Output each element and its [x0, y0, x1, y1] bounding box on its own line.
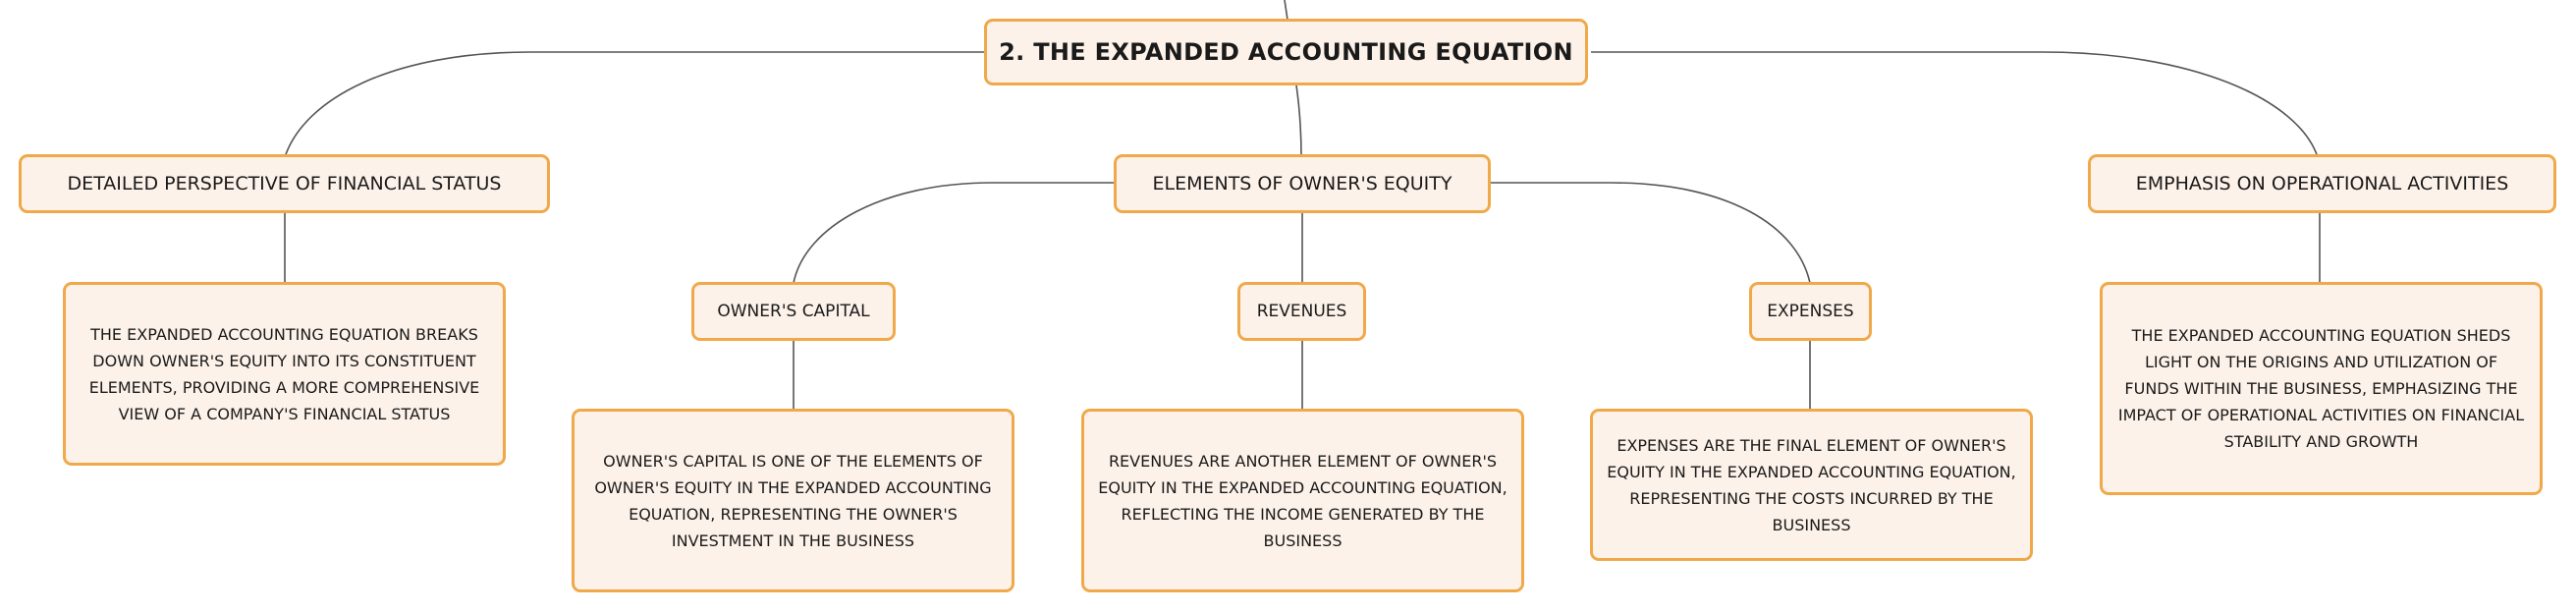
desc-expenses[interactable]: EXPENSES ARE THE FINAL ELEMENT OF OWNER'…: [1590, 409, 2033, 561]
root-title: 2. THE EXPANDED ACCOUNTING EQUATION: [999, 38, 1573, 66]
subnode-expenses-title: EXPENSES: [1767, 302, 1854, 321]
desc-capital-text: OWNER'S CAPITAL IS ONE OF THE ELEMENTS O…: [594, 451, 992, 550]
subnode-revenues-title: REVENUES: [1256, 302, 1347, 321]
connector-elements-expenses: [1488, 182, 1811, 284]
root-node[interactable]: 2. THE EXPANDED ACCOUNTING EQUATION: [984, 19, 1588, 85]
subnode-owners-capital[interactable]: OWNER'S CAPITAL: [691, 282, 896, 341]
branch-detailed-perspective[interactable]: DETAILED PERSPECTIVE OF FINANCIAL STATUS: [19, 154, 550, 213]
desc-revenues-text: REVENUES ARE ANOTHER ELEMENT OF OWNER'S …: [1098, 451, 1507, 550]
connector-root-detailed: [284, 51, 987, 158]
branch-elements-owners-equity[interactable]: ELEMENTS OF OWNER'S EQUITY: [1114, 154, 1491, 213]
desc-expenses-text: EXPENSES ARE THE FINAL ELEMENT OF OWNER'…: [1607, 435, 2016, 534]
desc-revenues[interactable]: REVENUES ARE ANOTHER ELEMENT OF OWNER'S …: [1081, 409, 1524, 592]
subnode-expenses[interactable]: EXPENSES: [1749, 282, 1872, 341]
branch-detailed-title: DETAILED PERSPECTIVE OF FINANCIAL STATUS: [67, 173, 502, 195]
connector-root-emphasis: [1591, 51, 2319, 158]
subnode-revenues[interactable]: REVENUES: [1237, 282, 1366, 341]
branch-elements-title: ELEMENTS OF OWNER'S EQUITY: [1152, 173, 1452, 195]
connector-root-parent: [1284, 0, 1288, 21]
subnode-capital-title: OWNER'S CAPITAL: [717, 302, 870, 321]
desc-emphasis-operational[interactable]: THE EXPANDED ACCOUNTING EQUATION SHEDS L…: [2100, 282, 2543, 495]
desc-detailed-text: THE EXPANDED ACCOUNTING EQUATION BREAKS …: [88, 324, 480, 423]
desc-emphasis-text: THE EXPANDED ACCOUNTING EQUATION SHEDS L…: [2117, 326, 2525, 451]
desc-detailed-perspective[interactable]: THE EXPANDED ACCOUNTING EQUATION BREAKS …: [63, 282, 506, 466]
connector-root-elements: [1295, 84, 1302, 158]
desc-owners-capital[interactable]: OWNER'S CAPITAL IS ONE OF THE ELEMENTS O…: [572, 409, 1014, 592]
connector-elements-capital: [793, 182, 1116, 284]
branch-emphasis-title: EMPHASIS ON OPERATIONAL ACTIVITIES: [2135, 173, 2509, 195]
branch-emphasis-operational[interactable]: EMPHASIS ON OPERATIONAL ACTIVITIES: [2088, 154, 2556, 213]
